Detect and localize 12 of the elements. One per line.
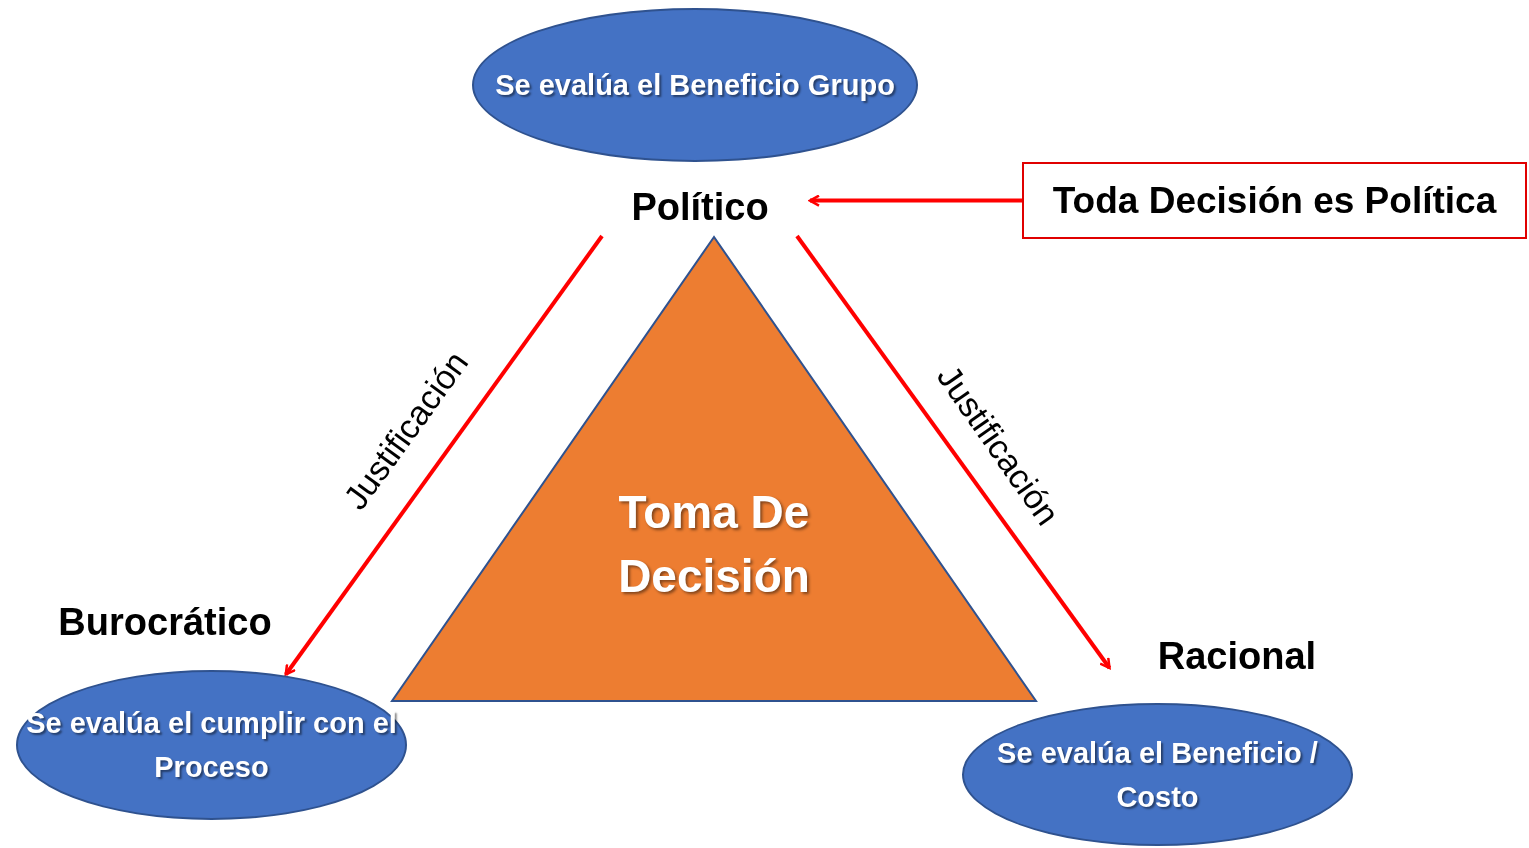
arrow	[284, 234, 604, 676]
category-label: Burocrático	[58, 600, 272, 644]
node-text: Se evalúa el Beneficio / Costo	[996, 735, 1319, 815]
node-text: Se evalúa el Beneficio Grupo	[495, 68, 895, 103]
arrow	[795, 234, 1112, 670]
category-label: Racional	[1157, 634, 1317, 678]
node-text: Toma De Decisión	[617, 485, 811, 604]
arrow	[808, 194, 1022, 207]
note-box	[1022, 162, 1527, 239]
category-label: Político	[631, 185, 769, 229]
note-text: Toda Decisión es Política	[1052, 179, 1497, 222]
node-text: Se evalúa el cumplir con el Proceso	[25, 706, 399, 785]
